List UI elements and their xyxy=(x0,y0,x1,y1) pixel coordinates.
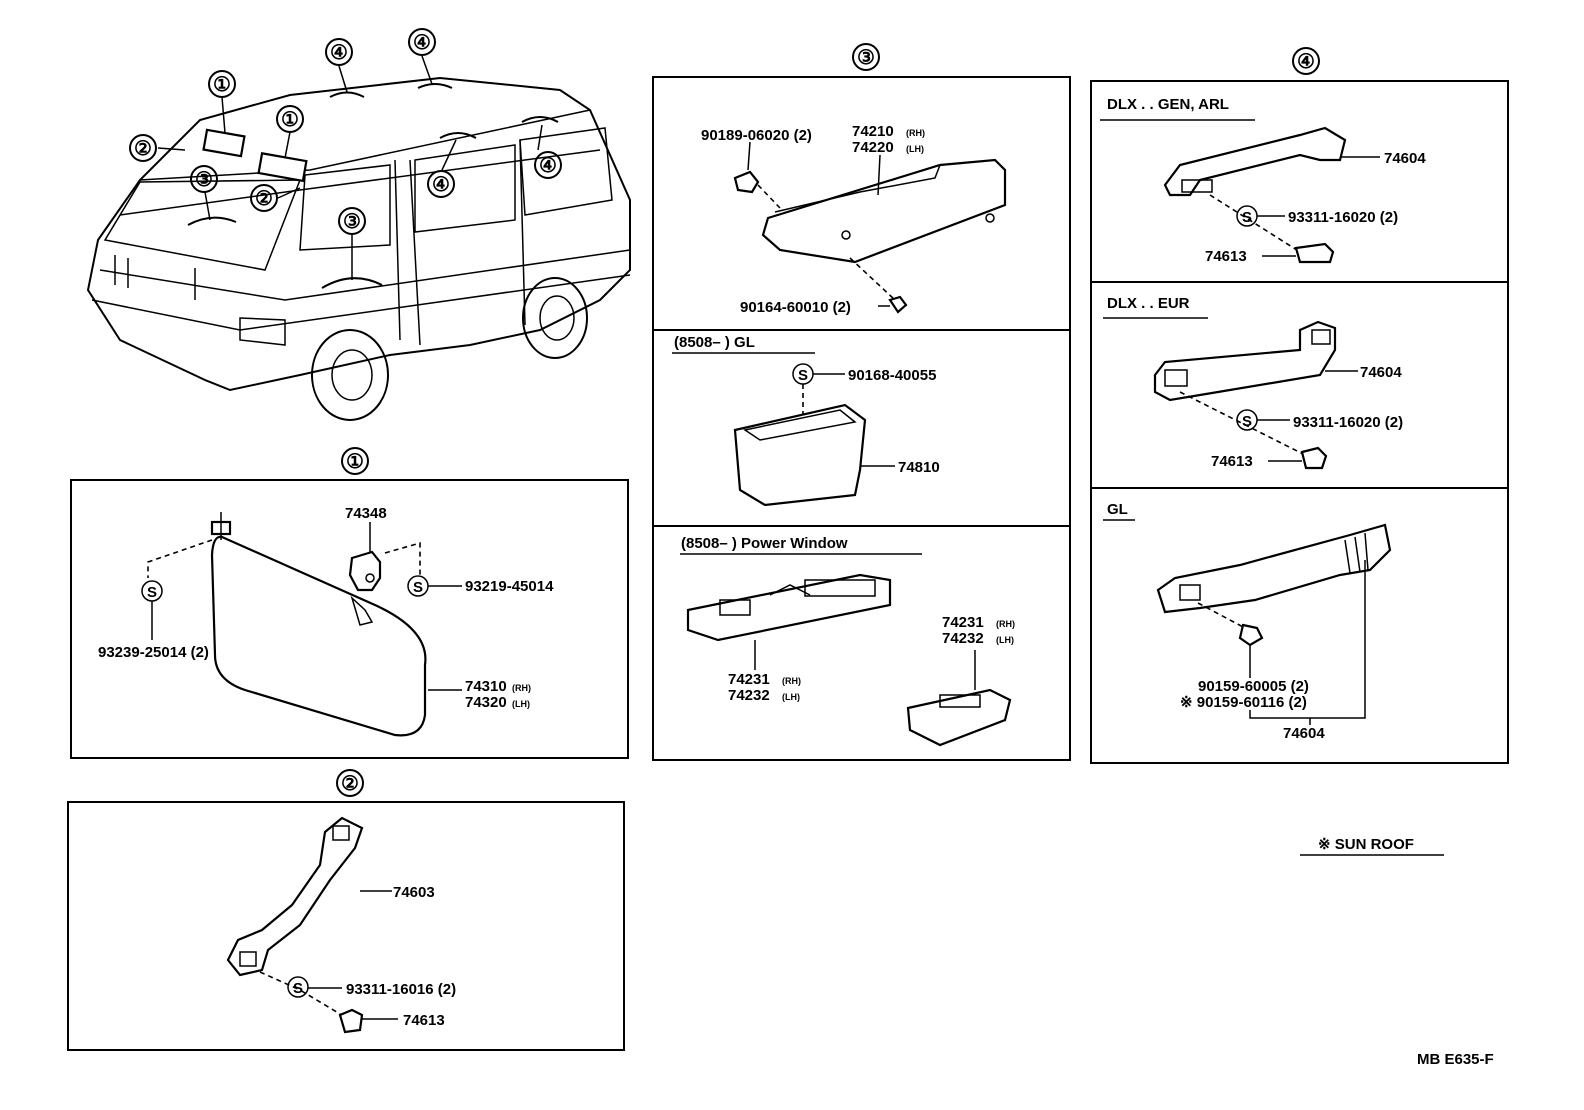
part-93311-16020-mid: 93311-16020 (2) xyxy=(1293,414,1403,431)
part-74310-side: (RH) xyxy=(512,683,531,693)
clip-74613-mid-shape xyxy=(1300,446,1328,470)
part-74210-side: (RH) xyxy=(906,128,925,138)
part-90168-40055: 90168-40055 xyxy=(848,367,936,384)
marker-4b: ④ xyxy=(413,32,431,54)
part-74348: 74348 xyxy=(345,505,387,522)
panel-4: ④ DLX . . GEN, ARL 74604 S 93311-16020 (… xyxy=(1090,47,1509,764)
part-74604-top: 74604 xyxy=(1384,150,1426,167)
part-93239-25014: 93239-25014 (2) xyxy=(98,644,209,661)
part-93219-45014: 93219-45014 xyxy=(465,578,554,595)
panel-2-frame xyxy=(67,801,625,1051)
clip-74613-top-shape xyxy=(1294,242,1335,264)
panel-3-frame xyxy=(652,76,1071,761)
marker-1a: ① xyxy=(213,74,231,96)
part-74232-b-side: (LH) xyxy=(996,635,1014,645)
s-symbol-d: S xyxy=(798,367,808,384)
s-symbol-c: S xyxy=(293,980,303,997)
part-93311-16016: 93311-16016 (2) xyxy=(346,981,456,998)
part-74220: 74220 xyxy=(852,139,894,156)
panel-3-marker: ③ xyxy=(857,47,875,69)
marker-4a: ④ xyxy=(330,42,348,64)
panel-1-marker: ① xyxy=(346,451,364,473)
panel-3-mid-title: (8508– ) GL xyxy=(674,334,755,351)
sunroof-legend: ※ SUN ROOF xyxy=(1318,836,1414,853)
clip-74613-shape xyxy=(338,1008,364,1034)
part-74310: 74310 xyxy=(465,678,507,695)
s-symbol-e: S xyxy=(1242,209,1252,226)
part-90159-60005: 90159-60005 (2) xyxy=(1198,678,1309,695)
marker-1b: ① xyxy=(281,109,299,131)
screw-90159-shape xyxy=(1238,623,1264,647)
s-symbol-f: S xyxy=(1242,413,1252,430)
drawing-code: MB E635-F xyxy=(1417,1051,1494,1068)
panel-4-top-title: DLX . . GEN, ARL xyxy=(1107,96,1229,113)
storage-pocket-74810-shape xyxy=(733,403,867,507)
part-74232-a-side: (LH) xyxy=(782,692,800,702)
part-74231-a-side: (RH) xyxy=(782,676,801,686)
panel-4-bottom-title: GL xyxy=(1107,501,1128,518)
part-74320: 74320 xyxy=(465,694,507,711)
part-74603: 74603 xyxy=(393,884,435,901)
s-symbol-a: S xyxy=(147,584,157,601)
van-markers: ① ① ② ② ③ ③ ④ ④ ④ ④ xyxy=(129,28,562,235)
assist-strap-74604-gl-shape xyxy=(1156,523,1392,614)
part-90189-06020: 90189-06020 (2) xyxy=(701,127,812,144)
power-window-switch-small-shape xyxy=(906,688,1012,747)
part-74604-gl: 74604 xyxy=(1283,725,1325,742)
van-illustration xyxy=(86,55,631,421)
part-74231-b: 74231 xyxy=(942,614,984,631)
marker-2a: ② xyxy=(134,138,152,160)
panel-1: ① 74348 S 93239-25014 (2) S 93219-45014 … xyxy=(70,447,629,759)
marker-4c: ④ xyxy=(432,174,450,196)
screw-90189-shape xyxy=(733,170,760,194)
panel-4-mid-title: DLX . . EUR xyxy=(1107,295,1190,312)
power-window-switch-panel-shape xyxy=(686,573,892,642)
door-pull-handle-shape xyxy=(761,158,1007,264)
marker-4d: ④ xyxy=(539,155,557,177)
part-74810: 74810 xyxy=(898,459,940,476)
assist-grip-74603-shape xyxy=(226,816,364,977)
part-74232-a: 74232 xyxy=(728,687,770,704)
panel-4-marker: ④ xyxy=(1297,51,1315,73)
assist-grip-74604-gen-shape xyxy=(1163,126,1347,197)
part-90159-60116: ※ 90159-60116 (2) xyxy=(1180,694,1307,711)
assist-grip-74604-eur-shape xyxy=(1153,320,1337,402)
part-74320-side: (LH) xyxy=(512,699,530,709)
panel-3: ③ 90189-06020 (2) 74210 (RH) 74220 (LH) … xyxy=(652,43,1071,761)
panel-1-frame xyxy=(70,479,629,759)
part-74220-side: (LH) xyxy=(906,144,924,154)
panel-4-frame xyxy=(1090,80,1509,764)
part-74210: 74210 xyxy=(852,123,894,140)
panel-3-bottom-title: (8508– ) Power Window xyxy=(681,535,848,552)
marker-3a: ③ xyxy=(195,169,213,191)
marker-3b: ③ xyxy=(343,211,361,233)
panel-2-marker: ② xyxy=(341,773,359,795)
visor-hook-shape xyxy=(348,550,382,592)
footer: ※ SUN ROOF MB E635-F xyxy=(1300,836,1494,1068)
part-74613-mid: 74613 xyxy=(1211,453,1253,470)
s-symbol-b: S xyxy=(413,579,423,596)
part-74231-b-side: (RH) xyxy=(996,619,1015,629)
panel-2: ② 74603 S 93311-16016 (2) 74613 xyxy=(67,769,625,1051)
part-74613-top: 74613 xyxy=(1205,248,1247,265)
part-74232-b: 74232 xyxy=(942,630,984,647)
part-74231-a: 74231 xyxy=(728,671,770,688)
part-90164-60010: 90164-60010 (2) xyxy=(740,299,851,316)
marker-2b: ② xyxy=(255,188,273,210)
part-74613-p2: 74613 xyxy=(403,1012,445,1029)
part-74604-mid: 74604 xyxy=(1360,364,1402,381)
screw-90164-shape xyxy=(888,295,908,314)
sun-visor-shape xyxy=(210,535,427,737)
part-93311-16020-top: 93311-16020 (2) xyxy=(1288,209,1398,226)
